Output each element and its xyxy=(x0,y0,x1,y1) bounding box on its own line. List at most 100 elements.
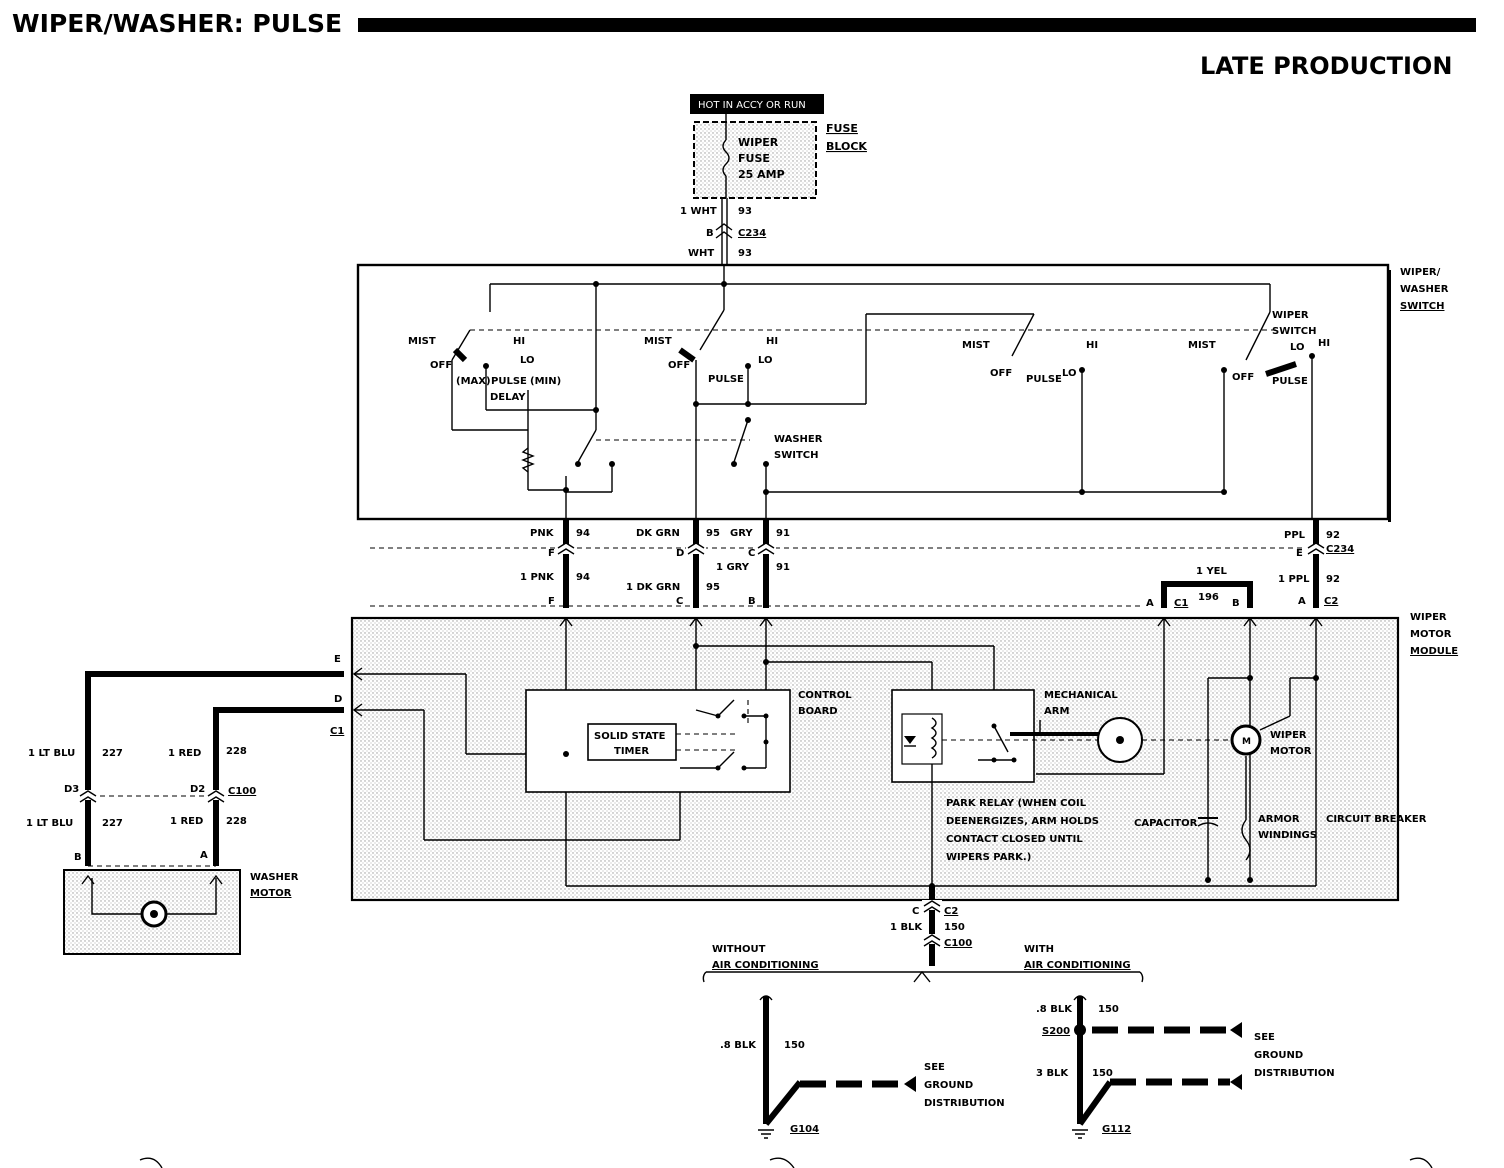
without-ac-see-1: SEE xyxy=(924,1062,945,1073)
diagram-subtitle: LATE PRODUCTION xyxy=(1200,52,1452,80)
washer-left-pin: D3 xyxy=(64,784,79,795)
yel-pin-a: A xyxy=(1146,598,1154,609)
page-corner-marks xyxy=(139,1157,1433,1168)
wiper-motor-label-1: WIPER xyxy=(1270,730,1307,741)
ground-symbol-icon xyxy=(758,1129,774,1139)
ground-symbol-icon-2 xyxy=(1072,1129,1088,1139)
with-ac-ground-id: G112 xyxy=(1102,1124,1131,1135)
module-connector-c1: C1 xyxy=(330,726,344,737)
with-ac-label-2: AIR CONDITIONING xyxy=(1024,960,1131,971)
switch4-hi: HI xyxy=(1318,338,1330,349)
control-board-label-1: CONTROL xyxy=(798,690,852,701)
park-note-4: WIPERS PARK.) xyxy=(946,852,1031,863)
control-board-label-2: BOARD xyxy=(798,706,838,717)
yel-circuit: 196 xyxy=(1198,592,1219,603)
armor-label-2: WINDINGS xyxy=(1258,830,1317,841)
fuse-rating: 25 AMP xyxy=(738,168,785,181)
without-ac-ground: WITHOUT AIR CONDITIONING .8 BLK 150 SEE … xyxy=(712,944,1005,1139)
feed-wire: 1 WHT 93 B C234 WHT 93 xyxy=(680,198,766,265)
ground-connector: C2 xyxy=(944,906,958,917)
switch4-pulse: PULSE xyxy=(1272,376,1308,387)
switch1-mist: MIST xyxy=(408,336,436,347)
pnk-top-color: PNK xyxy=(530,528,555,539)
switch1-pulse: PULSE xyxy=(491,376,527,387)
dkgrn-top-color: DK GRN xyxy=(636,528,680,539)
switch-label-3: SWITCH xyxy=(1400,301,1444,312)
dkgrn-pin: D xyxy=(676,548,684,559)
ppl-connector: C234 xyxy=(1326,544,1354,555)
park-note-3: CONTACT CLOSED UNTIL xyxy=(946,834,1083,845)
washer-motor-pin-b: B xyxy=(74,852,82,863)
park-note-1: PARK RELAY (WHEN COIL xyxy=(946,798,1087,809)
with-ac-see-1: SEE xyxy=(1254,1032,1275,1043)
washer-switch-label-1: WASHER xyxy=(774,434,823,445)
switch1-min: (MIN) xyxy=(530,376,561,387)
ground-pin: C xyxy=(912,906,919,917)
yel-connector: C1 xyxy=(1174,598,1188,609)
ppl-top-circuit: 92 xyxy=(1326,530,1340,541)
with-ac-lower-circuit: 150 xyxy=(1092,1068,1113,1079)
with-ac-label-1: WITH xyxy=(1024,944,1054,955)
armor-label-1: ARMOR xyxy=(1258,814,1300,825)
dkgrn-bottom-color: 1 DK GRN xyxy=(626,582,680,593)
mech-arm-label-1: MECHANICAL xyxy=(1044,690,1118,701)
washer-motor: WASHER MOTOR xyxy=(63,865,299,955)
module-pin-d: D xyxy=(334,694,342,705)
pnk-bottom-circuit: 94 xyxy=(576,572,590,583)
ground-connector2: C100 xyxy=(944,938,972,949)
switch3-hi: HI xyxy=(1086,340,1098,351)
with-ac-upper-color: .8 BLK xyxy=(1036,1004,1073,1015)
ppl-bottom-circuit: 92 xyxy=(1326,574,1340,585)
switch-harness: PNK 94 F 1 PNK 94 F DK GRN 95 D 1 DK GRN… xyxy=(370,520,1354,609)
circuit-breaker-label: CIRCUIT BREAKER xyxy=(1326,814,1427,825)
ppl-top-color: PPL xyxy=(1284,530,1306,541)
gry-top-color: GRY xyxy=(730,528,753,539)
switch-label-2: WASHER xyxy=(1400,284,1449,295)
washer-harness: 1 LT BLU 227 D3 1 LT BLU 227 1 RED 228 D… xyxy=(26,671,344,866)
park-note-2: DEENERGIZES, ARM HOLDS xyxy=(946,816,1099,827)
feed-wire-circuit: 93 xyxy=(738,206,752,217)
switch2-off: OFF xyxy=(668,360,690,371)
ppl-bottom-color: 1 PPL xyxy=(1278,574,1310,585)
splice-icon xyxy=(1074,1024,1086,1036)
fuse-block-label-1: FUSE xyxy=(826,122,858,135)
pnk-bottom-color: 1 PNK xyxy=(520,572,555,583)
switch3-off: OFF xyxy=(990,368,1012,379)
switch1-max: (MAX) xyxy=(456,376,491,387)
gry-bottom-circuit: 91 xyxy=(776,562,790,573)
ppl-module-pin: A xyxy=(1298,596,1306,607)
dkgrn-module-pin: C xyxy=(676,596,683,607)
without-ac-ground-id: G104 xyxy=(790,1124,819,1135)
ground-circuit: 150 xyxy=(944,922,965,933)
timer-label-1: SOLID STATE xyxy=(594,731,666,742)
feed-wire-circuit-lower: 93 xyxy=(738,248,752,259)
timer-label-2: TIMER xyxy=(614,746,649,757)
pnk-pin: F xyxy=(548,548,555,559)
ppl-module-connector: C2 xyxy=(1324,596,1338,607)
circuit-breaker-icon xyxy=(1241,819,1251,861)
motor-module-label-1: WIPER xyxy=(1410,612,1447,623)
switch3-mist: MIST xyxy=(962,340,990,351)
with-ac-lower-color: 3 BLK xyxy=(1036,1068,1069,1079)
title-bar xyxy=(358,18,1476,32)
fuse-icon xyxy=(722,114,730,198)
yel-pin-b: B xyxy=(1232,598,1240,609)
washer-motor-pin-a: A xyxy=(200,850,208,861)
washer-left-circuit2: 227 xyxy=(102,818,123,829)
washer-right-color2: 1 RED xyxy=(170,816,203,827)
ground-color: 1 BLK xyxy=(890,922,923,933)
capacitor-label: CAPACITOR xyxy=(1134,818,1198,829)
power-label: HOT IN ACCY OR RUN xyxy=(698,100,806,111)
pulse-resistor xyxy=(521,447,535,473)
feed-connector: C234 xyxy=(738,228,766,239)
with-ac-ground: WITH AIR CONDITIONING .8 BLK 150 S200 3 … xyxy=(1024,944,1335,1139)
power-label-box xyxy=(690,94,824,114)
relay-coil-icon xyxy=(930,717,937,759)
washer-right-pin: D2 xyxy=(190,784,205,795)
fuse-type: FUSE xyxy=(738,152,770,165)
washer-switch-label-2: SWITCH xyxy=(774,450,818,461)
without-ac-see-2: GROUND xyxy=(924,1080,973,1091)
switch2-pulse: PULSE xyxy=(708,374,744,385)
switch4-lo: LO xyxy=(1290,342,1305,353)
